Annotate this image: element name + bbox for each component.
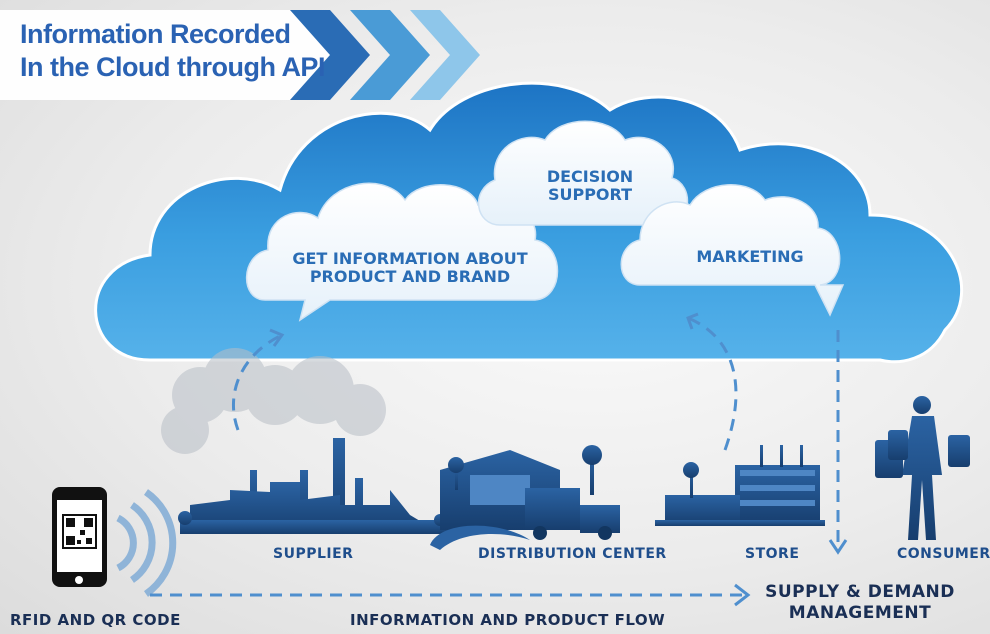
bubble-left-line-2: PRODUCT AND BRAND [309, 267, 511, 287]
page-title: Information Recorded In the Cloud throug… [20, 18, 325, 84]
sdm-line-2: MANAGEMENT [788, 603, 932, 623]
arrow-supplier-to-cloud [231, 333, 283, 431]
bubble-left-label: GET INFORMATION ABOUT PRODUCT AND BRAND [285, 249, 535, 287]
label-supplier: SUPPLIER [273, 546, 354, 562]
warehouse-icon [430, 445, 620, 550]
title-banner [0, 10, 480, 100]
bubble-center-line-1: DECISION [546, 167, 634, 186]
store-icon [655, 445, 825, 526]
title-line-2: In the Cloud through API [20, 52, 325, 82]
bubble-center-line-2: SUPPORT [547, 185, 633, 205]
factory-icon [178, 438, 450, 534]
label-distribution-center: DISTRIBUTION CENTER [478, 546, 667, 562]
title-line-1: Information Recorded [20, 19, 291, 49]
label-consumer: CONSUMER [897, 546, 990, 562]
label-store: STORE [745, 546, 800, 562]
arrow-store-to-cloud [687, 316, 738, 451]
bubble-center-label: DECISION SUPPORT [520, 167, 660, 205]
bubble-product-brand [245, 182, 559, 322]
bubble-right-label: MARKETING [696, 247, 804, 266]
bubble-marketing [620, 184, 845, 317]
wireless-signal-icon [116, 489, 177, 597]
label-rfid-qr: RFID AND QR CODE [10, 611, 181, 629]
bubble-left-line-1: GET INFORMATION ABOUT [292, 249, 528, 268]
arrowheads [269, 312, 848, 607]
bubble-decision-support [478, 120, 688, 226]
consumer-icon [875, 396, 970, 540]
flow-arrows [150, 316, 840, 597]
label-supply-demand: SUPPLY & DEMAND MANAGEMENT [760, 582, 960, 624]
label-info-product-flow: INFORMATION AND PRODUCT FLOW [350, 611, 666, 629]
phone-icon [52, 487, 107, 587]
sdm-line-1: SUPPLY & DEMAND [765, 582, 955, 602]
smoke-cloud [161, 348, 386, 454]
